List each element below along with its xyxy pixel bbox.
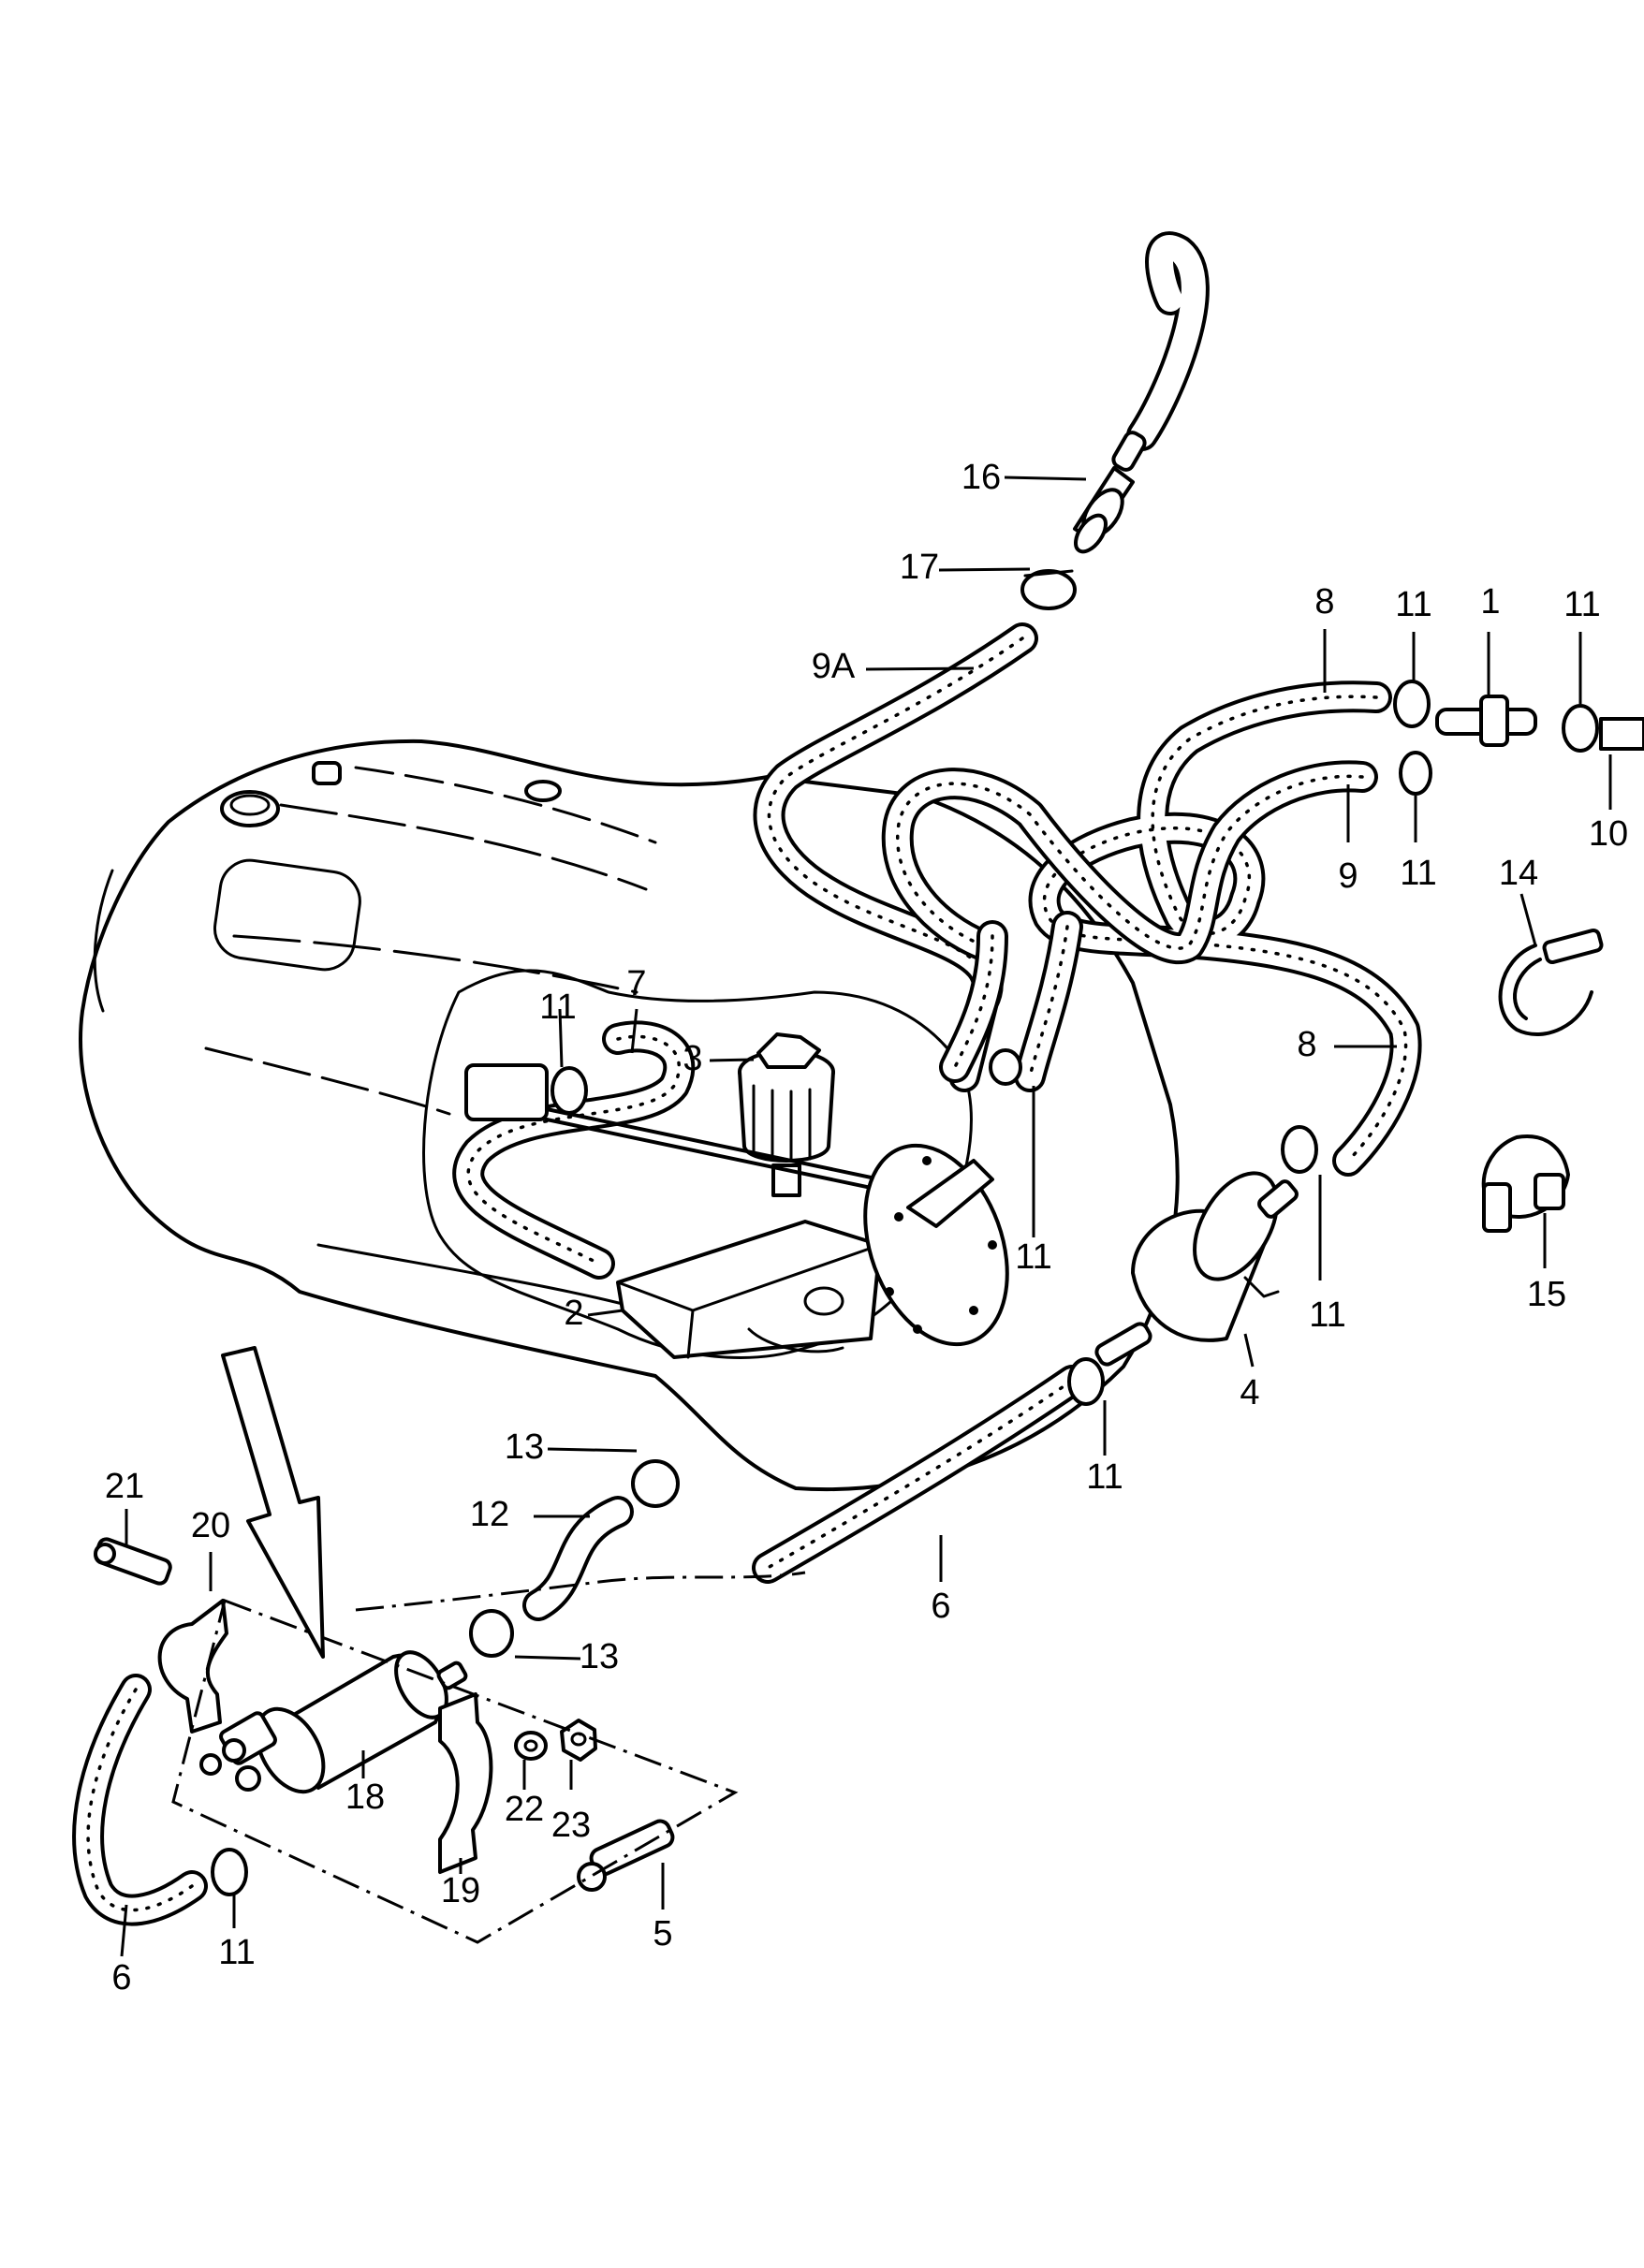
- callout-17: 17: [900, 548, 939, 587]
- fuel-pump-18: [199, 1650, 468, 1794]
- connector-5: [577, 1819, 675, 1892]
- callout-9: 9: [1338, 856, 1358, 896]
- hose-10: [1599, 717, 1644, 751]
- callout-11-d: 11: [1309, 1295, 1345, 1335]
- nut-23: [560, 1719, 597, 1762]
- callout-6-low: 6: [111, 1958, 131, 1997]
- tank-flange: [863, 1143, 1009, 1347]
- vent-valve: [1073, 431, 1147, 554]
- hose-9: [881, 760, 1378, 964]
- callout-11-g: 11: [1086, 1457, 1123, 1497]
- clamp-17: [1020, 569, 1077, 610]
- callout-14: 14: [1499, 854, 1538, 893]
- callout-8-top: 8: [1314, 582, 1334, 622]
- hose-inner-1: [939, 911, 1083, 1092]
- callout-5: 5: [653, 1914, 672, 1953]
- callout-11-e: 11: [539, 988, 576, 1027]
- callout-10: 10: [1589, 814, 1628, 854]
- clamp-13: [469, 1459, 680, 1658]
- callout-13-b: 13: [580, 1637, 619, 1676]
- assembly-outline: [171, 1571, 806, 1944]
- swirl-pot-2: [616, 1220, 882, 1359]
- callout-9A: 9A: [812, 647, 856, 686]
- callout-7: 7: [626, 964, 646, 1003]
- callout-13-a: 13: [505, 1427, 544, 1467]
- callout-4: 4: [1240, 1373, 1259, 1412]
- callout-21: 21: [105, 1467, 144, 1506]
- clamp-15: [1481, 1134, 1570, 1233]
- hose-6-lower: [72, 1674, 208, 1926]
- callout-11-f: 11: [1015, 1237, 1051, 1277]
- float-arm: [464, 1063, 882, 1192]
- callout-15: 15: [1527, 1275, 1566, 1314]
- sender-unit-3: [738, 1032, 835, 1197]
- callout-3: 3: [683, 1039, 702, 1078]
- sensor-21: [94, 1537, 172, 1586]
- callout-16: 16: [961, 458, 1001, 497]
- callout-20: 20: [191, 1506, 230, 1545]
- bracket-20: [157, 1599, 228, 1734]
- callout-8-right: 8: [1297, 1025, 1316, 1064]
- hose-clamps: [211, 680, 1599, 1896]
- arrow-indicator: [221, 1346, 325, 1659]
- fuel-filter-4: [1094, 1171, 1299, 1367]
- callout-18: 18: [345, 1778, 385, 1817]
- leader-lines: [120, 476, 1612, 1957]
- callout-22: 22: [505, 1790, 544, 1829]
- callout-12: 12: [470, 1495, 509, 1534]
- bracket-19: [438, 1692, 493, 1874]
- callout-11-b: 11: [1563, 585, 1600, 624]
- callout-19: 19: [441, 1871, 480, 1910]
- callout-23: 23: [551, 1806, 591, 1845]
- callout-11-h: 11: [218, 1933, 255, 1972]
- callout-2: 2: [564, 1294, 583, 1333]
- callout-labels: 16 17 9A 8 11 1 11 10 9 11 14 8 11 7 3 1…: [105, 458, 1628, 1997]
- hose-6: [752, 1365, 1088, 1584]
- callout-6-mid: 6: [931, 1587, 950, 1626]
- callout-11-c: 11: [1400, 854, 1436, 893]
- hose-16-upper: [1126, 231, 1210, 451]
- callout-11-a: 11: [1395, 585, 1431, 624]
- connector-1: [1435, 695, 1537, 747]
- washer-22: [514, 1731, 548, 1761]
- clamp-14: [1498, 928, 1604, 1036]
- hose-12: [522, 1496, 634, 1621]
- callout-1: 1: [1480, 582, 1500, 622]
- hose-8: [1028, 680, 1422, 1177]
